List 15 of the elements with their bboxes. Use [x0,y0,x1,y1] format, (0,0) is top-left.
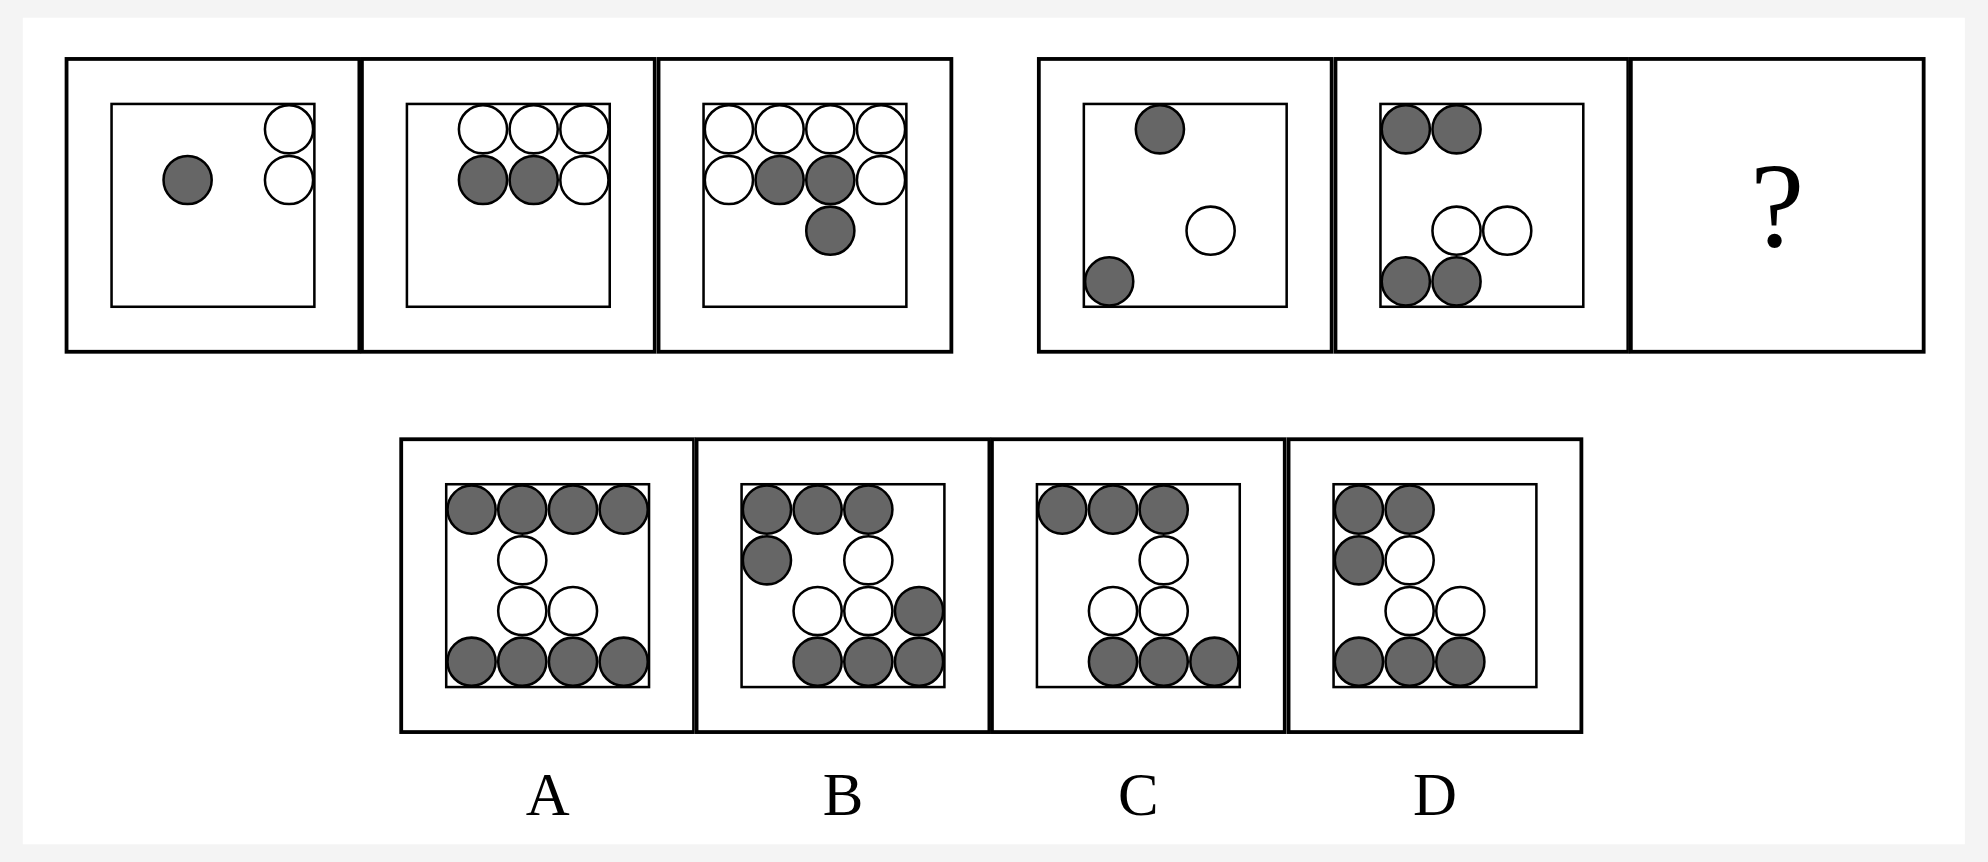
puzzle-panel [1333,57,1631,354]
puzzle-panel [656,57,954,354]
option-letter: A [524,764,571,826]
answer-option-panel [399,437,696,734]
question-mark: ? [1750,144,1805,267]
puzzle-panel [64,57,362,354]
answer-option-panel [1286,437,1584,734]
puzzle-panel [360,57,657,354]
answer-option-panel [694,437,992,734]
option-letter: D [1412,764,1458,826]
option-letter: C [1117,764,1160,826]
puzzle-panel [1628,57,1926,354]
puzzle-panel [1036,57,1334,354]
option-letter: B [821,764,865,826]
answer-option-panel [990,437,1287,734]
